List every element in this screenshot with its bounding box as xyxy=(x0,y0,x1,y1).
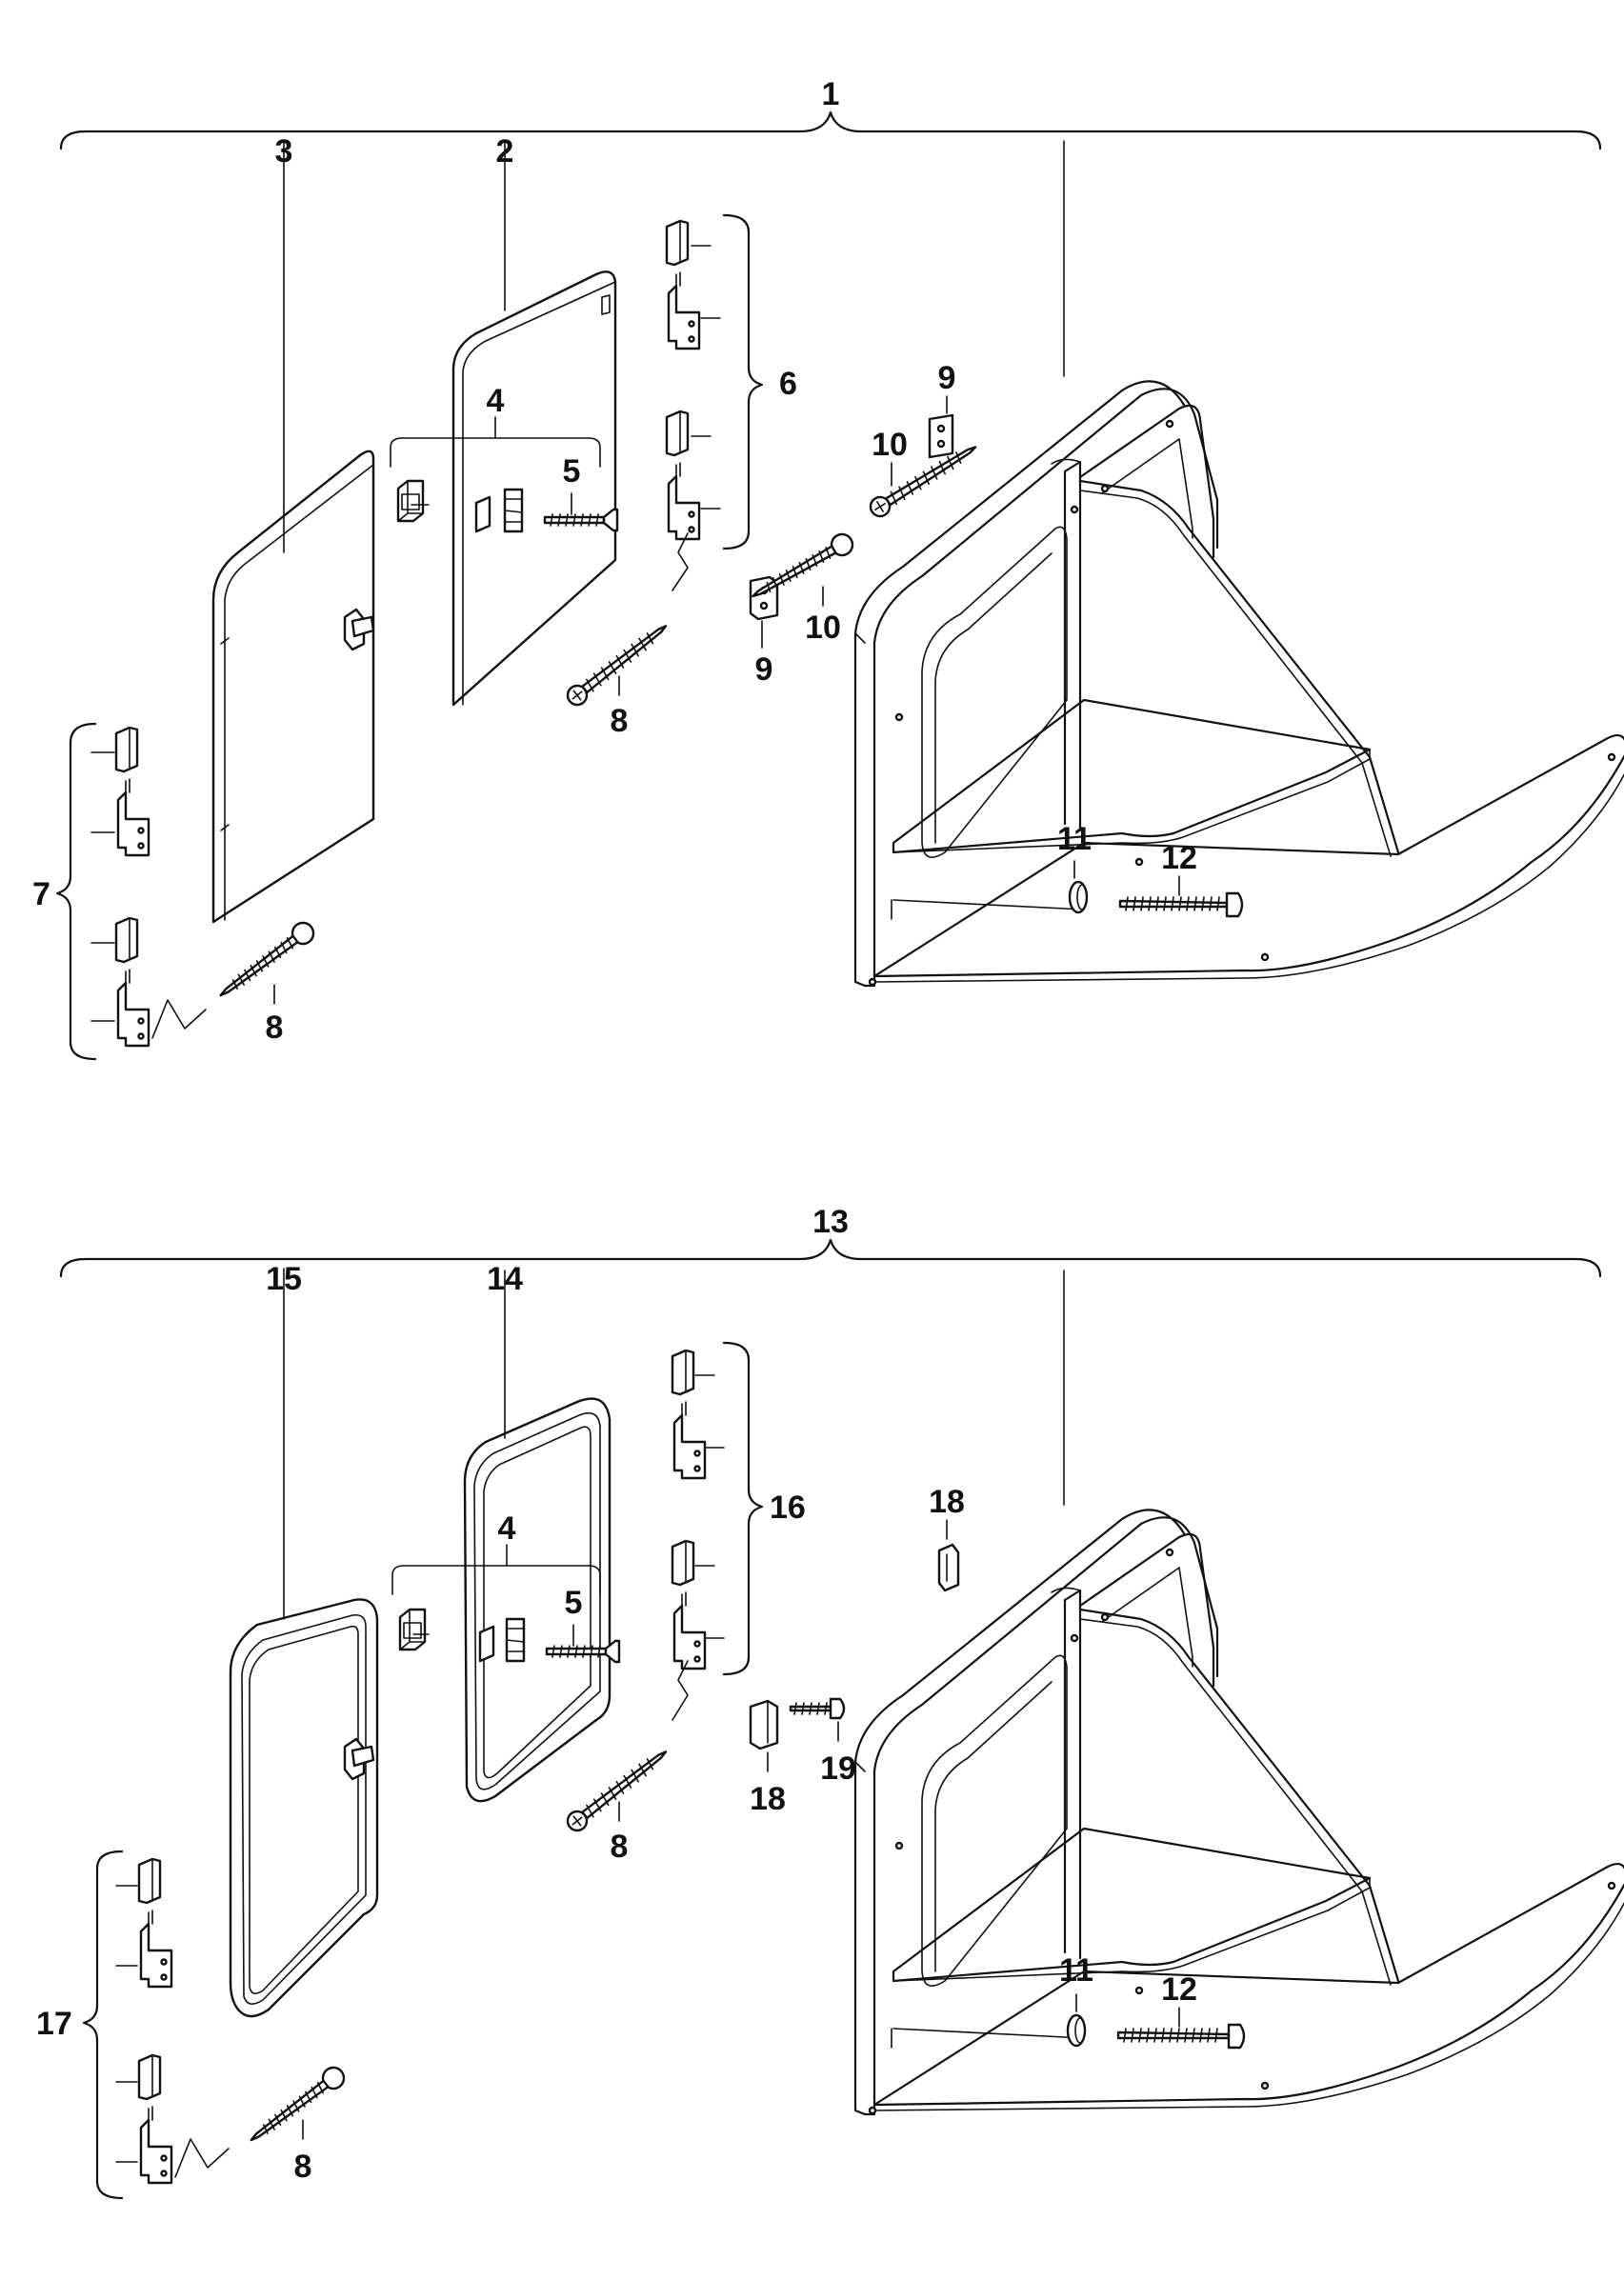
door-3: 3 xyxy=(211,133,375,924)
catch-4: 4 xyxy=(390,383,601,533)
assembly-13-brace xyxy=(59,1238,1602,1278)
callout-number-12: 12 xyxy=(1161,1971,1197,2008)
callout-number-10: 10 xyxy=(872,427,908,463)
callout-assembly-1: 1 xyxy=(822,76,840,112)
bolt-12: 12 xyxy=(1118,840,1244,918)
hinge-set-16: 16 xyxy=(671,1341,806,1676)
callout-number-19: 19 xyxy=(820,1750,856,1787)
callout-assembly-13: 13 xyxy=(812,1204,849,1240)
assembly-13: 13 15 14 4 xyxy=(36,1204,1624,2200)
screw-10-upper: 10 xyxy=(866,427,982,521)
screw-8-left-lower: 8 xyxy=(174,2062,350,2185)
callout-number-8: 8 xyxy=(294,2149,312,2185)
callout-number-15: 15 xyxy=(266,1261,302,1297)
hinge-set-6: 6 xyxy=(665,213,797,550)
door-14: 14 xyxy=(463,1261,612,1803)
callout-number-16: 16 xyxy=(770,1490,806,1526)
callout-number-4: 4 xyxy=(487,383,505,419)
callout-number-2: 2 xyxy=(496,133,514,170)
hinge-set-7: 7 xyxy=(32,722,150,1061)
callout-number-18: 18 xyxy=(750,1781,786,1817)
washer-11: 11 xyxy=(1057,821,1092,914)
bolt-12-lower: 12 xyxy=(1116,1971,1246,2050)
callout-number-8: 8 xyxy=(266,1010,284,1046)
assembly-1-brace xyxy=(59,110,1602,150)
hinge-set-17: 17 xyxy=(36,1850,173,2200)
catch-4-lower: 4 xyxy=(391,1510,601,1663)
bracket-18-lower: 18 xyxy=(749,1699,786,1817)
screw-8-right-lower: 8 xyxy=(562,1660,689,1865)
callout-number-8: 8 xyxy=(611,703,629,739)
screw-8-right: 8 xyxy=(562,532,689,739)
callout-number-10: 10 xyxy=(805,610,841,646)
bracket-18-upper: 18 xyxy=(929,1484,965,1592)
washer-11-lower: 11 xyxy=(1059,1952,1093,2048)
callout-number-6: 6 xyxy=(779,366,797,402)
callout-number-4: 4 xyxy=(498,1510,516,1547)
callout-number-18: 18 xyxy=(929,1484,965,1520)
screw-8-left: 8 xyxy=(151,917,319,1046)
callout-number-5: 5 xyxy=(563,453,581,490)
callout-number-11: 11 xyxy=(1057,821,1092,857)
screw-5: 5 xyxy=(543,453,619,532)
callout-number-8: 8 xyxy=(611,1829,629,1865)
callout-number-7: 7 xyxy=(32,876,50,912)
screw-19: 19 xyxy=(789,1697,856,1787)
door-15: 15 xyxy=(229,1261,379,2018)
callout-number-9: 9 xyxy=(755,651,773,688)
assembly-1: 1 3 2 4 xyxy=(32,76,1624,1061)
callout-number-17: 17 xyxy=(36,2006,72,2042)
bracket-9-upper: 9 xyxy=(928,360,956,459)
callout-number-3: 3 xyxy=(275,133,293,170)
callout-number-9: 9 xyxy=(938,360,956,396)
callout-number-14: 14 xyxy=(487,1261,523,1297)
screw-10-lower: 10 xyxy=(746,529,858,646)
callout-number-12: 12 xyxy=(1161,840,1197,876)
callout-number-5: 5 xyxy=(565,1585,583,1621)
callout-number-11: 11 xyxy=(1059,1952,1093,1989)
door-2: 2 xyxy=(451,133,617,707)
screw-5-lower: 5 xyxy=(545,1585,621,1664)
